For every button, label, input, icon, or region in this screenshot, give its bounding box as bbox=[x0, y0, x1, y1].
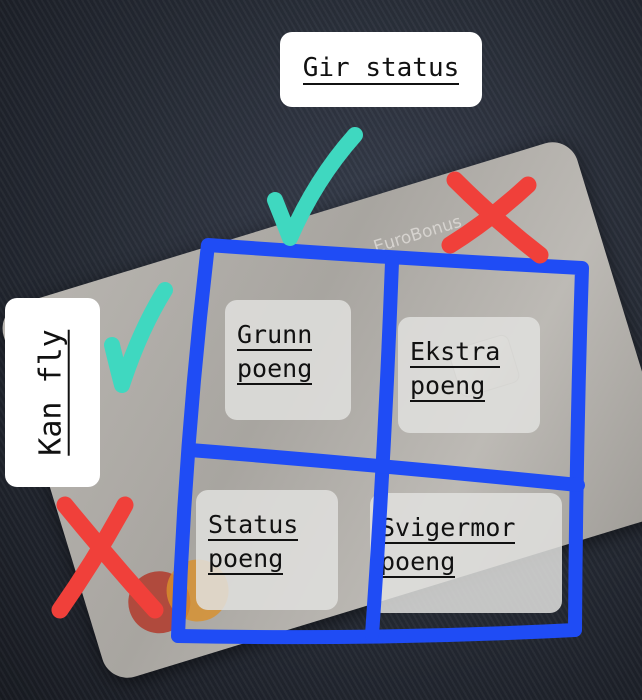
cell-text: Svigermor bbox=[380, 513, 516, 544]
cell-ekstra-poeng: Ekstra poeng bbox=[398, 317, 540, 433]
cell-text: poeng bbox=[208, 543, 284, 575]
label-text: Gir status bbox=[302, 53, 460, 85]
grid-lines bbox=[171, 238, 589, 645]
cell-text: Grunn bbox=[237, 320, 313, 351]
cell-text: poeng bbox=[380, 546, 456, 578]
cell-text: poeng bbox=[410, 370, 486, 402]
label-kan-fly: Kan fly bbox=[5, 298, 100, 487]
cell-text: poeng bbox=[237, 353, 313, 385]
grid-vertical bbox=[365, 255, 399, 642]
label-gir-status: Gir status bbox=[280, 32, 482, 107]
cell-text: Status bbox=[208, 510, 299, 541]
cell-svigermor-poeng: Svigermor poeng bbox=[370, 493, 562, 613]
left-check-icon bbox=[104, 282, 173, 393]
grid-horizontal bbox=[183, 443, 585, 492]
label-text: Kan fly bbox=[34, 329, 70, 456]
cell-grunn-poeng: Grunn poeng bbox=[225, 300, 351, 420]
cell-text: Ekstra bbox=[410, 337, 501, 368]
top-check-icon bbox=[267, 127, 363, 246]
bottom-left-cross-icon bbox=[51, 496, 164, 619]
grid-outer bbox=[171, 238, 589, 645]
cell-status-poeng: Status poeng bbox=[196, 490, 338, 610]
top-right-cross-icon bbox=[441, 171, 549, 264]
